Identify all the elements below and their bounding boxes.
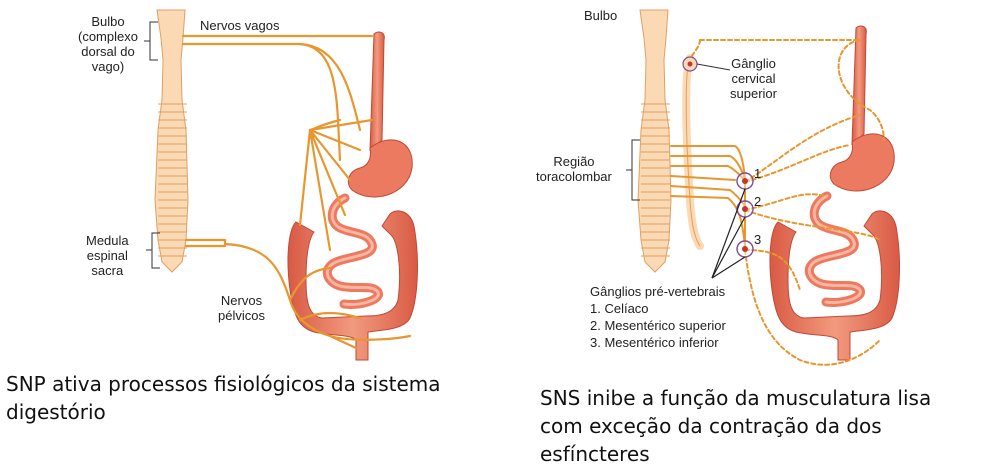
left-esophagus	[369, 31, 385, 152]
right-pre-2	[670, 155, 746, 179]
left-small-intestine-highlight	[325, 196, 380, 306]
leader-celiac	[711, 188, 746, 279]
left-bulbo-label: Bulbo (complexo dorsal do vago)	[78, 14, 138, 74]
left-spinal-segments	[158, 103, 187, 257]
left-vagus-nerve-lower	[181, 42, 342, 162]
right-spinal-cord	[637, 9, 672, 273]
left-sacral-roots	[184, 238, 227, 248]
right-pre-4	[670, 175, 736, 181]
left-medula-label: Medula espinal sacra	[86, 233, 129, 278]
right-img-to-rectum	[744, 249, 881, 366]
right-spinal-segments	[641, 103, 670, 257]
right-regiao-bracket	[626, 139, 640, 201]
right-esophagus	[851, 25, 867, 146]
right-ganglio-label: Gânglio cervical superior	[730, 56, 777, 101]
leader-sup-mesenteric	[711, 216, 746, 279]
left-vagus-plexus	[298, 118, 374, 252]
right-preganglionic-fibers	[670, 145, 746, 247]
left-vagus-branch-1	[298, 42, 362, 132]
right-cervical-nerve-link	[691, 39, 701, 57]
left-panel	[144, 9, 418, 361]
right-celiac-upper	[744, 114, 861, 183]
left-medula-bracket	[146, 232, 160, 269]
pre-vertebral-item-3: 3. Mesentérico inferior	[590, 335, 719, 350]
right-ganglio-leader	[696, 63, 731, 71]
pre-vertebral-legend: Gânglios pré-vertebrais 1. Celíaco 2. Me…	[590, 284, 726, 350]
right-small-intestine-highlight	[807, 194, 862, 304]
right-panel	[626, 9, 900, 366]
ganglion-number-2: 2	[754, 194, 762, 209]
right-smg-to-colon	[744, 209, 881, 241]
right-regiao-label: Região toracolombar	[536, 154, 612, 184]
right-bulbo-label: Bulbo	[584, 8, 618, 23]
pre-vertebral-title: Gânglios pré-vertebrais	[590, 284, 726, 299]
right-caption: SNS inibe a função da musculatura lisa c…	[540, 386, 932, 466]
left-vagus-branch-2	[308, 118, 342, 132]
right-pre-1	[670, 145, 746, 179]
right-celiac-to-stomach	[744, 144, 851, 183]
right-sympathetic-chain-outline	[685, 57, 701, 247]
ganglion-number-3: 3	[754, 232, 762, 247]
pre-vertebral-item-2: 2. Mesentérico superior	[590, 318, 726, 333]
right-prevertebral-ganglia	[736, 172, 754, 258]
superior-cervical-ganglion-dot	[687, 61, 693, 67]
right-colon	[769, 210, 900, 361]
left-nerves	[181, 34, 412, 350]
right-img-branch	[744, 249, 801, 291]
left-nervos-vagos-label: Nervos vagos	[200, 18, 280, 33]
right-stomach	[829, 133, 895, 192]
right-cervical-nerve-down	[837, 39, 885, 141]
left-digestive-organs	[287, 31, 418, 361]
right-digestive-organs	[769, 25, 900, 361]
right-sympathetic-chain	[682, 54, 704, 250]
inferior-mesenteric-ganglion-dot	[742, 246, 748, 252]
right-sympathetic-nerves	[691, 39, 885, 366]
left-pelvic-branches	[288, 266, 362, 350]
leader-inf-mesenteric	[711, 256, 746, 279]
left-bulbo-bracket	[144, 21, 158, 61]
right-smg-to-intestine	[744, 193, 826, 211]
left-stomach	[347, 139, 413, 198]
celiac-ganglion-dot	[742, 178, 748, 184]
left-caption: SNP ativa processos fisiológicos da sist…	[6, 372, 441, 424]
right-legend-leaders	[711, 188, 746, 279]
ganglion-number-1: 1	[754, 166, 762, 181]
superior-mesenteric-ganglion-dot	[742, 206, 748, 212]
left-spinal-cord	[154, 9, 189, 273]
left-nervos-pelvicos-label: Nervos pélvicos	[218, 293, 265, 323]
pre-vertebral-item-1: 1. Celíaco	[590, 301, 649, 316]
